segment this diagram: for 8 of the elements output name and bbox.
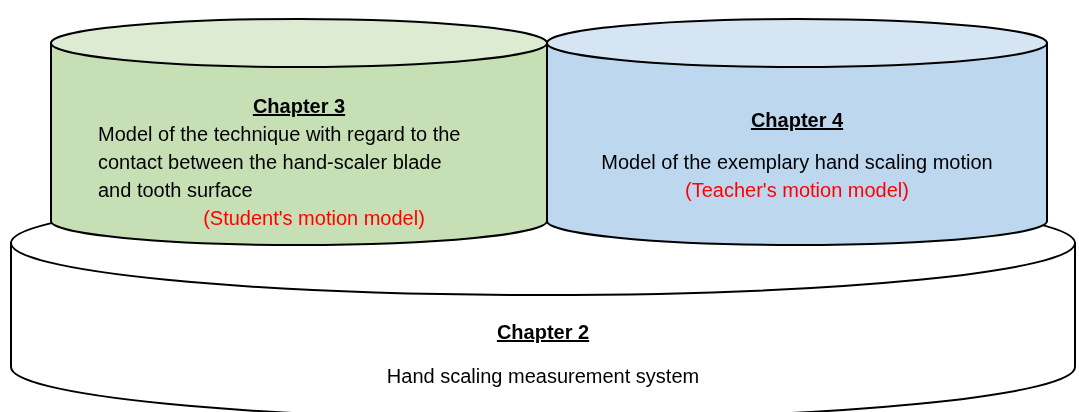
chapter-heading: Chapter 3 (251, 94, 347, 119)
chapter-heading: Chapter 2 (495, 320, 591, 345)
chapter-description: Model of the exemplary hand scaling motion (600, 150, 994, 175)
model-subtitle: (Student's motion model) (202, 206, 426, 231)
chapter-description: Hand scaling measurement system (385, 364, 701, 389)
model-subtitle: (Teacher's motion model) (684, 178, 910, 203)
chapter-heading: Chapter 4 (749, 108, 845, 133)
chapter-description: Model of the technique with regard to the contact between the hand-scaler blade and tooth surface (97, 122, 462, 203)
